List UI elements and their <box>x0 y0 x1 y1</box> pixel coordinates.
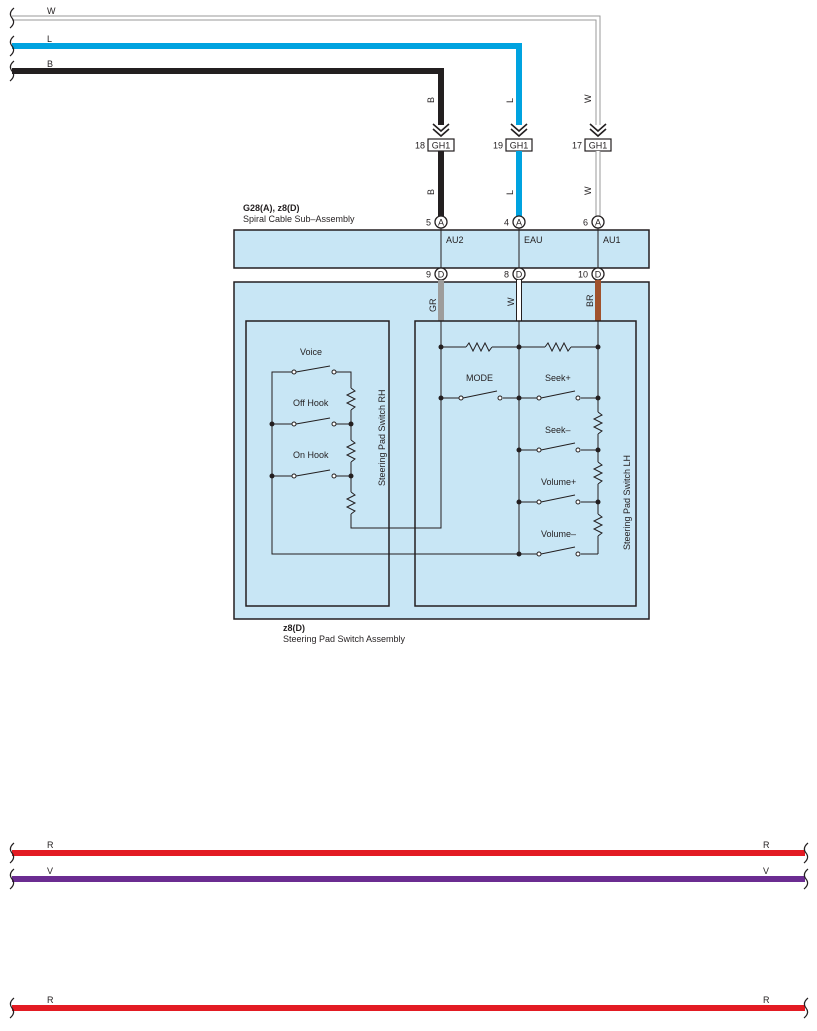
switch-lh-junctions <box>438 344 601 557</box>
connector-a-au2: A 5 <box>426 215 448 229</box>
connector-letter: D <box>516 270 523 280</box>
switch-lh-contacts <box>458 395 581 557</box>
wire-label-b-vert-lower: B <box>426 189 436 195</box>
switch-rh-circuit <box>271 321 519 555</box>
wire-label-l-top: L <box>47 34 52 44</box>
pin-number: 17 <box>572 141 582 151</box>
wire-label-r1-left: R <box>47 840 54 850</box>
spiral-cable-code: G28(A), z8(D) <box>243 203 300 213</box>
wire-label-w-top: W <box>47 6 56 16</box>
connector-gh1-w: GH1 17 <box>572 138 612 152</box>
switch-label-volume-down: Volume– <box>541 529 576 539</box>
spiral-internal-lines <box>440 228 599 268</box>
steering-pad-switch-lh-box <box>414 320 637 607</box>
harness-break-bottom <box>9 842 809 1019</box>
switch-rh-junctions <box>269 421 354 479</box>
assembly-code: z8(D) <box>283 623 305 633</box>
wire-b-top <box>12 68 444 125</box>
wire-label-l-vert-lower: L <box>505 190 515 195</box>
connector-letter: A <box>438 218 444 228</box>
switch-label-seek-down: Seek– <box>545 425 571 435</box>
wire-label-r1-right: R <box>763 840 770 850</box>
pin-number: 10 <box>578 270 588 280</box>
connector-gh1-l: GH1 19 <box>493 138 533 152</box>
wire-label-b-vert-upper: B <box>426 97 436 103</box>
wire-label-w-switch: W <box>506 297 516 306</box>
harness-break-left-top <box>9 7 15 82</box>
connector-label: GH1 <box>432 141 451 151</box>
spiral-cable-name: Spiral Cable Sub–Assembly <box>243 214 355 224</box>
pin-number: 4 <box>504 218 509 228</box>
switch-rh-title: Steering Pad Switch RH <box>377 389 387 486</box>
connector-d-w: D 8 <box>504 267 526 281</box>
wire-label-w-vert-lower: W <box>583 186 593 195</box>
wire-l-top <box>12 43 522 125</box>
connector-letter: A <box>516 218 522 228</box>
switch-label-on-hook: On Hook <box>293 450 329 460</box>
wire-label-v-right: V <box>763 866 769 876</box>
wire-label-b-top: B <box>47 59 53 69</box>
wire-label-br: BR <box>585 294 595 307</box>
pin-number: 18 <box>415 141 425 151</box>
pin-number: 6 <box>583 218 588 228</box>
connector-d-br: D 10 <box>578 267 605 281</box>
steering-pad-switch-rh-box <box>245 320 390 607</box>
switch-label-seek-up: Seek+ <box>545 373 571 383</box>
assembly-name: Steering Pad Switch Assembly <box>283 634 406 644</box>
switch-label-mode: MODE <box>466 373 493 383</box>
connector-arrows <box>432 123 607 138</box>
pin-number: 9 <box>426 270 431 280</box>
connector-letter: A <box>595 218 601 228</box>
switch-rh-contacts <box>291 369 337 479</box>
connector-gh1-b: GH1 18 <box>415 138 455 152</box>
connector-label: GH1 <box>589 141 608 151</box>
switch-label-off-hook: Off Hook <box>293 398 329 408</box>
connector-a-au1: A 6 <box>583 215 605 229</box>
terminal-au1: AU1 <box>603 235 621 245</box>
wire-label-v-left: V <box>47 866 53 876</box>
connector-d-gr: D 9 <box>426 267 448 281</box>
pin-number: 8 <box>504 270 509 280</box>
wire-label-w-vert-upper: W <box>583 94 593 103</box>
wire-label-gr: GR <box>428 298 438 312</box>
wire-label-r2-left: R <box>47 995 54 1005</box>
switch-lh-title: Steering Pad Switch LH <box>622 455 632 550</box>
switch-label-voice: Voice <box>300 347 322 357</box>
connector-label: GH1 <box>510 141 529 151</box>
switch-label-volume-up: Volume+ <box>541 477 576 487</box>
terminal-eau: EAU <box>524 235 543 245</box>
connector-letter: D <box>438 270 445 280</box>
connector-a-eau: A 4 <box>504 215 526 229</box>
pin-number: 5 <box>426 218 431 228</box>
pin-number: 19 <box>493 141 503 151</box>
wire-label-r2-right: R <box>763 995 770 1005</box>
wire-w-top <box>12 15 601 125</box>
wire-label-l-vert-upper: L <box>505 98 515 103</box>
terminal-au2: AU2 <box>446 235 464 245</box>
connector-letter: D <box>595 270 602 280</box>
